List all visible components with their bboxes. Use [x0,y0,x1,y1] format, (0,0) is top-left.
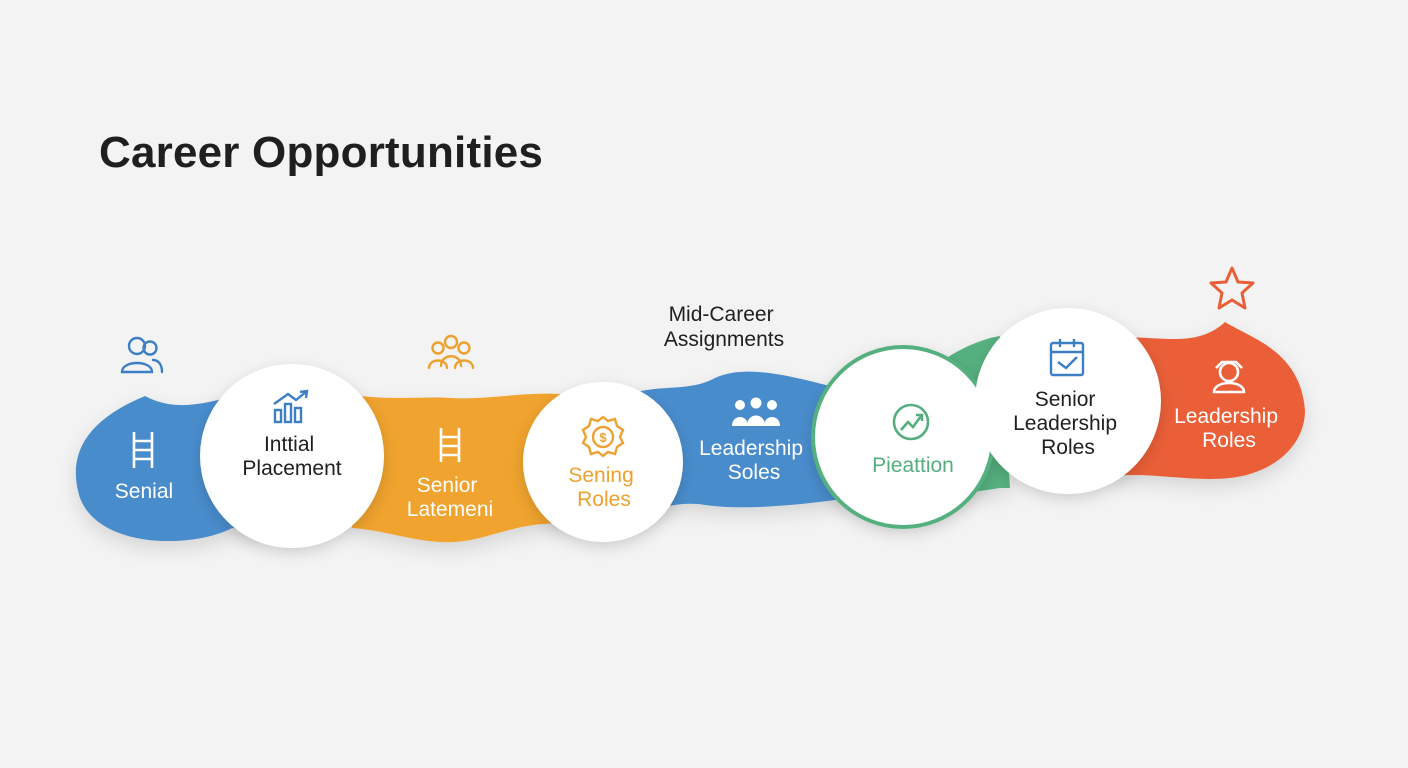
star-icon [1209,266,1255,310]
stage-label-1: Senial [115,480,173,503]
stage-circle-7 [975,308,1161,494]
stage-label-6: Pieattion [872,454,954,477]
stage-label-5: Leadership Soles [699,437,809,484]
segment-red [1115,322,1305,479]
stage-label-7: Senior Leadership Roles [1013,388,1123,459]
bar-chart-growth-icon [273,389,309,424]
svg-text:$: $ [599,430,607,445]
stage-circle-2 [200,364,384,548]
top-label-line: Assignments [664,328,784,351]
stage-label-3: Senior Latemeni [407,474,493,521]
stage-circle-4 [523,382,683,542]
coin-badge-icon: $ [581,415,625,458]
ladder-icon [439,428,461,462]
segment-orange [340,392,566,543]
leader-icon [1212,360,1246,394]
segment-blue-mid [625,371,872,516]
stage-label-2: Inttial Placement [242,433,341,480]
page-title: Career Opportunities [99,128,544,177]
ladder-icon [132,432,154,468]
team-icon [732,397,780,426]
top-label-line: Mid-Career [669,303,774,326]
stage-label-4: Sening Roles [568,464,639,511]
group-icon [427,334,475,370]
trend-up-icon [892,403,930,441]
stage-label-8: Leadership Roles [1174,405,1284,452]
top-label: Mid-Career Assignments [664,303,784,351]
calendar-check-icon [1049,339,1085,377]
users-icon [120,336,164,374]
